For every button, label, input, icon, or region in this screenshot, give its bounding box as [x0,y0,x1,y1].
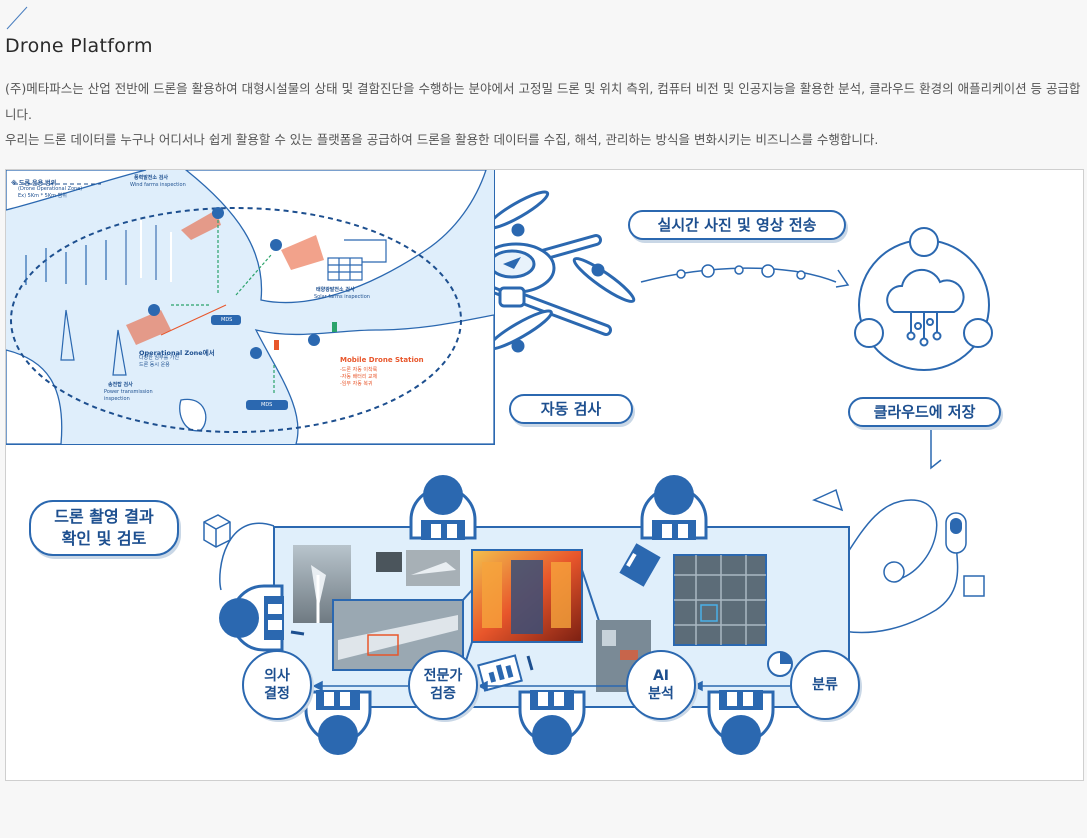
auto-inspection-label: 자동 검사 [509,394,633,424]
power-tower-label-ko: 송전탑 검사 [108,382,133,388]
description-paragraph-2: 우리는 드론 데이터를 누구나 어디서나 쉽게 활용할 수 있는 플랫폼을 공급… [5,132,879,147]
solar-farm-label-ko: 태양광발전소 검사 [316,287,355,293]
mobile-drone-station-title: Mobile Drone Station [340,356,424,364]
operational-zone-line-1: 다양한 임무를 가진 [139,355,179,361]
realtime-transfer-label: 실시간 사진 및 영상 전송 [628,210,846,240]
cloud-icon [854,227,993,371]
legend-title: ※ 드론 운용 범위 [11,180,57,187]
mobile-drone-station-line-3: -임무 자동 복귀 [340,381,373,387]
ai-line-2: 분석 [648,686,674,702]
review-line-2: 확인 및 검토 [61,529,147,548]
classification-circle: 분류 [790,650,860,720]
mobile-drone-station-line-1: -드론 자동 이착륙 [340,367,378,373]
left-decor [203,514,275,591]
operational-zone-map: ※ 드론 운용 범위 (Drone Operational Zone) Ex) … [6,170,495,445]
page-description: (주)메타파스는 산업 전반에 드론을 활용하여 대형시설물의 상태 및 결함진… [5,76,1087,153]
cloud-storage-label: 클라우드에 저장 [848,397,1001,427]
page-title: Drone Platform [5,35,153,57]
platform-illustration [203,190,993,755]
mds-label-1: MDS [221,317,233,323]
wind-farm-label-en: Wind farms inspection [130,182,186,188]
wind-farm-label-ko: 풍력발전소 검사 [134,175,168,181]
legend-subtitle-1: (Drone Operational Zone) [18,186,83,192]
mobile-drone-station-line-2: -자동 배터리 교체 [340,374,378,380]
cloud-down-arrow [930,428,942,470]
people-around-table [219,475,775,755]
decision-line-1: 의사 [264,668,290,684]
expert-verification-circle: 전문가 검증 [408,650,478,720]
operational-zone-map-drawing [6,170,494,444]
drone-results-review-label: 드론 촬영 결과 확인 및 검토 [29,500,179,556]
expert-line-2: 검증 [430,686,456,702]
decision-circle: 의사 결정 [242,650,312,720]
decorative-slash-icon [6,6,28,30]
ai-line-1: AI [652,668,670,684]
inspection-photos [290,543,793,692]
solar-farm-label-en: Solar farms inspection [314,294,370,300]
legend-subtitle-2: Ex) 5Km * 5Km 범위 [18,193,67,199]
mds-label-2: MDS [261,402,273,408]
decision-line-2: 결정 [264,686,290,702]
data-transmission-line [640,264,850,288]
drone-platform-figure: ※ 드론 운용 범위 (Drone Operational Zone) Ex) … [5,169,1084,781]
power-tower-label-en-2: inspection [104,396,130,402]
expert-line-1: 전문가 [423,668,463,684]
ai-analysis-circle: AI 분석 [626,650,696,720]
flow-arrows [312,680,790,692]
review-line-1: 드론 촬영 결과 [54,507,154,526]
operational-zone-title: Operational Zone에서 [139,349,215,357]
operational-zone-line-2: 드론 동시 운용 [139,362,170,368]
power-tower-label-en-1: Power transmission [104,389,153,395]
description-paragraph-1: (주)메타파스는 산업 전반에 드론을 활용하여 대형시설물의 상태 및 결함진… [5,81,1081,122]
